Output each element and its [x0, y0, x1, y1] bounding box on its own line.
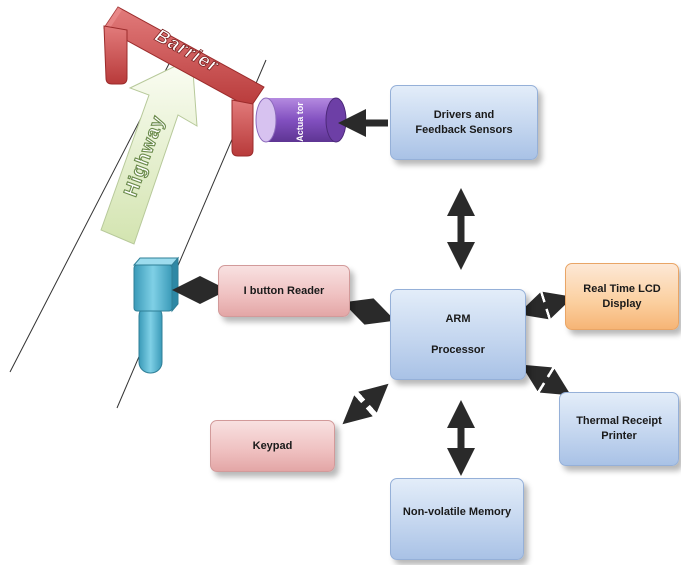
arrow-arm-keypad — [342, 383, 389, 425]
connection-arrows — [172, 109, 574, 476]
actuator-label: Actua tor — [295, 102, 305, 142]
highway-arrow: Highway — [100, 57, 198, 245]
printer-label: Thermal Receipt Printer — [576, 415, 662, 442]
arrow-arm-printer — [521, 364, 571, 396]
arm-label: ARM — [445, 312, 471, 325]
arrow-arm-lcd — [517, 291, 574, 320]
ibutton-label: I button Reader — [243, 284, 325, 297]
keypad-label: Keypad — [252, 439, 293, 452]
arm-processor-block: ARM Processor — [390, 289, 526, 380]
memory-label: Non-volatile Memory — [402, 506, 512, 518]
thermal-printer-block: Thermal Receipt Printer — [559, 392, 679, 466]
barrier-gate: Barrier — [103, 6, 265, 157]
drivers-feedback-sensors-block: Drivers and Feedback Sensors — [390, 85, 538, 160]
ibutton-reader-block: I button Reader — [218, 265, 350, 317]
processor-label: Processor — [431, 343, 485, 356]
drivers-label: Drivers and Feedback Sensors — [415, 108, 513, 136]
keypad-block: Keypad — [210, 420, 335, 472]
memory-block: Non-volatile Memory — [390, 478, 524, 560]
ibutton-reader-device — [132, 256, 180, 374]
actuator-cylinder: Actua tor — [255, 97, 347, 143]
lcd-display-block: Real Time LCD Display — [565, 263, 679, 330]
arrow-ibutton-arm — [342, 298, 396, 325]
lcd-label: Real Time LCD Display — [583, 282, 661, 310]
